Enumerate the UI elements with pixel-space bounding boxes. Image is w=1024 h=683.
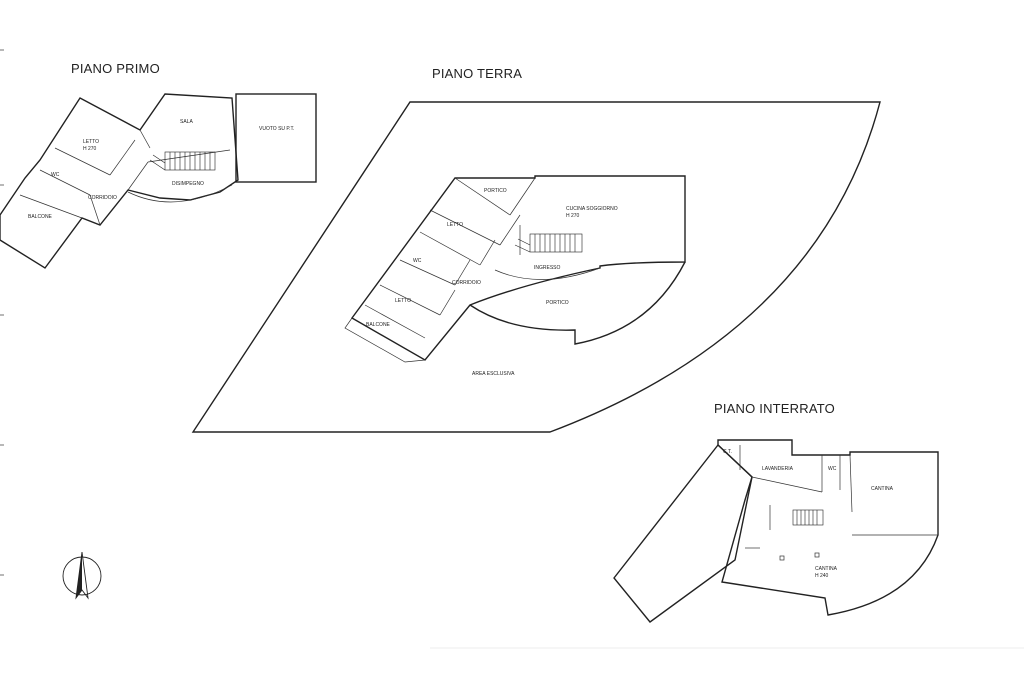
- basement-plan: [613, 439, 939, 623]
- room-cantina-2-height: H 240: [815, 573, 829, 579]
- room-balcone: BALCONE: [28, 214, 53, 220]
- room-wc-basement: WC: [828, 466, 837, 472]
- room-portico: PORTICO: [546, 300, 569, 306]
- room-letto-height: H 270: [83, 146, 97, 152]
- room-ct: C.T.: [723, 449, 732, 455]
- room-balcone-ground: BALCONE: [366, 322, 391, 328]
- ground-floor-labels: PORTICO CUCINA SOGGIORNO H 270 LETTO WC …: [366, 188, 618, 377]
- north-arrow-icon: [62, 551, 102, 600]
- room-ingresso: INGRESSO: [534, 265, 561, 271]
- page-edge-marks: [0, 49, 1024, 649]
- first-floor-labels: SALA VUOTO SU P.T. LETTO H 270 WC CORRID…: [28, 119, 294, 220]
- room-cucina-height: H 270: [566, 213, 580, 219]
- room-portico-top: PORTICO: [484, 188, 507, 194]
- basement-labels: C.T. LAVANDERIA WC CANTINA CANTINA H 240: [723, 449, 894, 579]
- room-cucina: CUCINA SOGGIORNO: [566, 206, 618, 212]
- area-esclusiva: AREA ESCLUSIVA: [472, 371, 515, 377]
- title-ground-floor: PIANO TERRA: [432, 66, 523, 81]
- room-lavanderia: LAVANDERIA: [762, 466, 794, 472]
- room-cantina-1: CANTINA: [871, 486, 894, 492]
- room-wc-ground: WC: [413, 258, 422, 264]
- room-corridoio: CORRIDOIO: [88, 195, 117, 201]
- room-disimpegno: DISIMPEGNO: [172, 181, 204, 187]
- room-wc: WC: [51, 172, 60, 178]
- title-basement: PIANO INTERRATO: [714, 401, 835, 416]
- room-cantina-2: CANTINA: [815, 566, 838, 572]
- ground-floor-plan: [191, 101, 881, 433]
- title-first-floor: PIANO PRIMO: [71, 61, 160, 76]
- room-vuoto: VUOTO SU P.T.: [259, 126, 294, 132]
- first-floor-plan: [0, 93, 317, 269]
- room-corridoio-ground: CORRIDOIO: [452, 280, 481, 286]
- room-letto-2: LETTO: [395, 298, 411, 304]
- room-sala: SALA: [180, 119, 193, 125]
- room-letto: LETTO: [83, 139, 99, 145]
- room-letto-1: LETTO: [447, 222, 463, 228]
